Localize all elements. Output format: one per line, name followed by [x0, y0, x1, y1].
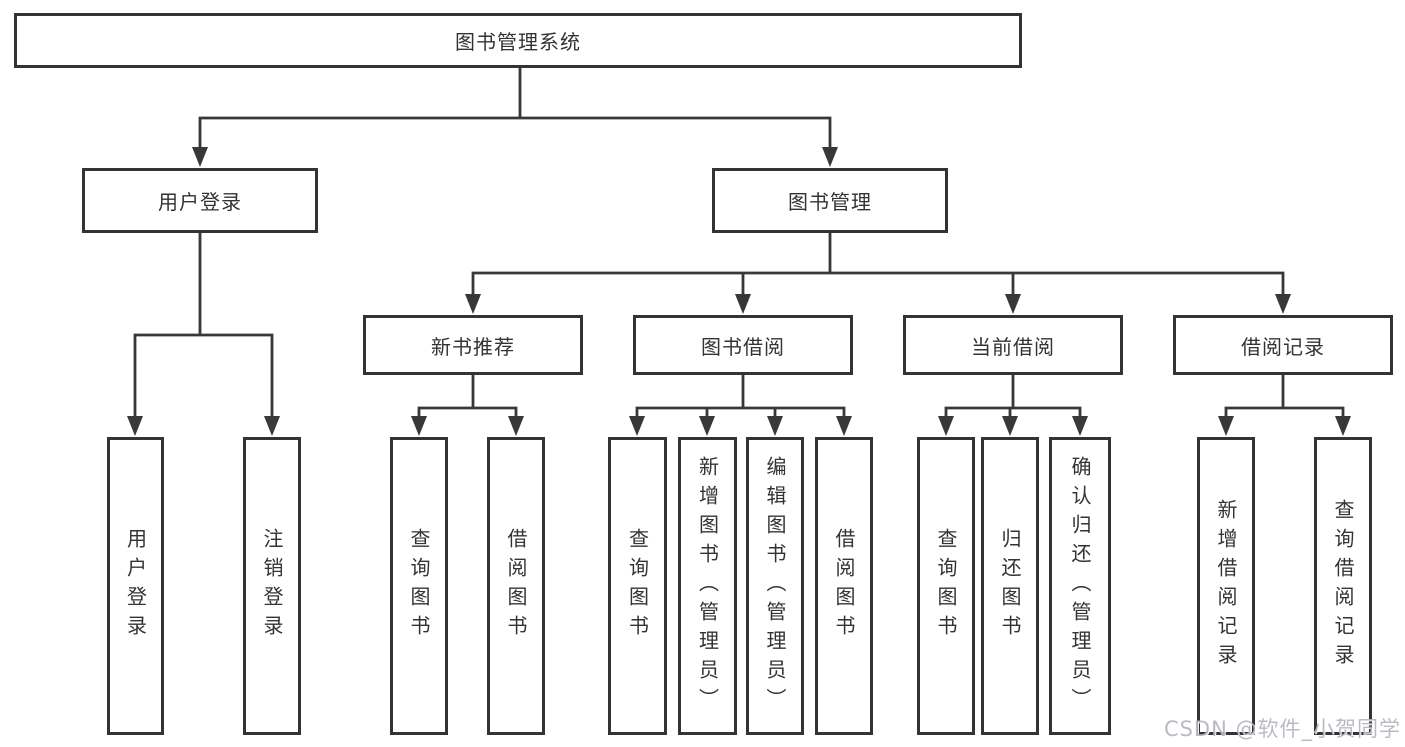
leaf-nb-query-books: 查询图书 — [390, 437, 448, 735]
node-book-management: 图书管理 — [712, 168, 948, 233]
arrowheads — [127, 147, 1351, 436]
node-label: 用户登录 — [158, 190, 242, 214]
leaf-bb-borrow-books: 借阅图书 — [815, 437, 873, 735]
node-label: 借阅记录 — [1241, 334, 1325, 359]
leaf-cb-confirm-return-admin: 确认归还（管理员） — [1049, 437, 1111, 735]
leaf-label: 编辑图书（管理员） — [763, 455, 787, 717]
leaf-cb-query-books: 查询图书 — [917, 437, 975, 735]
node-label: 图书借阅 — [701, 334, 785, 359]
node-borrow-records: 借阅记录 — [1173, 315, 1393, 375]
node-current-borrow: 当前借阅 — [903, 315, 1123, 375]
leaf-bb-edit-books-admin: 编辑图书（管理员） — [746, 437, 804, 735]
leaf-user-login: 用户登录 — [107, 437, 164, 735]
leaf-bb-query-books: 查询图书 — [608, 437, 667, 735]
leaf-label: 用户登录 — [123, 528, 148, 644]
leaf-label: 查询借阅记录 — [1331, 499, 1355, 673]
leaf-br-query-record: 查询借阅记录 — [1314, 437, 1372, 735]
leaf-label: 新增借阅记录 — [1214, 499, 1238, 673]
csdn-watermark: CSDN @软件_小贺同学 — [1163, 717, 1401, 741]
node-label: 新书推荐 — [431, 334, 515, 359]
leaf-br-add-record: 新增借阅记录 — [1197, 437, 1255, 735]
node-new-book-recommend: 新书推荐 — [363, 315, 583, 375]
leaf-label: 注销登录 — [260, 528, 284, 644]
node-user-login: 用户登录 — [82, 168, 318, 233]
leaf-cb-return-books: 归还图书 — [981, 437, 1039, 735]
leaf-label: 查询图书 — [625, 528, 650, 644]
node-book-borrow: 图书借阅 — [633, 315, 853, 375]
leaf-label: 查询图书 — [934, 528, 958, 644]
leaf-label: 借阅图书 — [832, 528, 856, 644]
node-library-management-system: 图书管理系统 — [14, 13, 1022, 68]
leaf-logout: 注销登录 — [243, 437, 301, 735]
leaf-label: 确认归还（管理员） — [1068, 455, 1092, 717]
node-label: 图书管理 — [788, 190, 872, 214]
leaf-bb-add-books-admin: 新增图书（管理员） — [678, 437, 737, 735]
leaf-label: 新增图书（管理员） — [695, 455, 720, 717]
leaf-nb-borrow-books: 借阅图书 — [487, 437, 545, 735]
node-label: 当前借阅 — [971, 334, 1055, 359]
leaf-label: 查询图书 — [407, 528, 431, 644]
node-label: 图书管理系统 — [455, 30, 581, 54]
leaf-label: 归还图书 — [998, 528, 1022, 644]
leaf-label: 借阅图书 — [504, 528, 528, 644]
